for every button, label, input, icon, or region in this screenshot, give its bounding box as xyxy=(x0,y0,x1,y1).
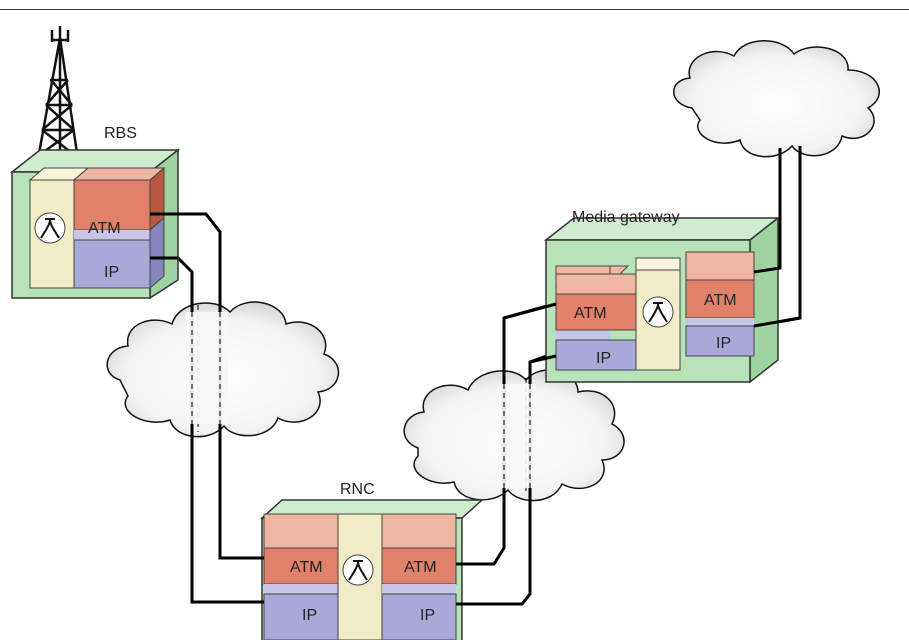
cloud-right-cover xyxy=(498,384,536,488)
media-gateway-node: ATM ATM IP IP Media gateway xyxy=(543,209,781,384)
rbs-label: RBS xyxy=(104,125,137,142)
mgw-atm-left-label: ATM xyxy=(574,305,607,322)
mgw-atm-right-label: ATM xyxy=(704,292,737,309)
switch-icon xyxy=(348,560,368,581)
rnc-label: RNC xyxy=(340,481,375,498)
media-gateway-label: Media gateway xyxy=(572,209,680,226)
rnc-atm-right-label: ATM xyxy=(404,559,437,576)
rnc-node: ATM ATM IP IP RNC xyxy=(260,481,484,640)
rnc-ip-left-label: IP xyxy=(302,607,317,624)
switch-icon xyxy=(40,218,60,239)
switch-icon xyxy=(648,302,668,323)
mgw-ip-right-label: IP xyxy=(716,335,731,352)
rnc-atm-left-label: ATM xyxy=(290,559,323,576)
cloud-left-cover xyxy=(186,312,228,424)
rbs-ip-label: IP xyxy=(104,264,119,281)
rbs-atm-label: ATM xyxy=(88,220,121,237)
top-rule xyxy=(0,9,909,10)
cloud-top-right xyxy=(673,40,880,158)
rnc-ip-right-label: IP xyxy=(420,607,435,624)
mgw-ip-left-label: IP xyxy=(596,350,611,367)
rbs-node: ATM IP RBS xyxy=(9,125,181,300)
antenna-tower-icon xyxy=(34,26,80,171)
